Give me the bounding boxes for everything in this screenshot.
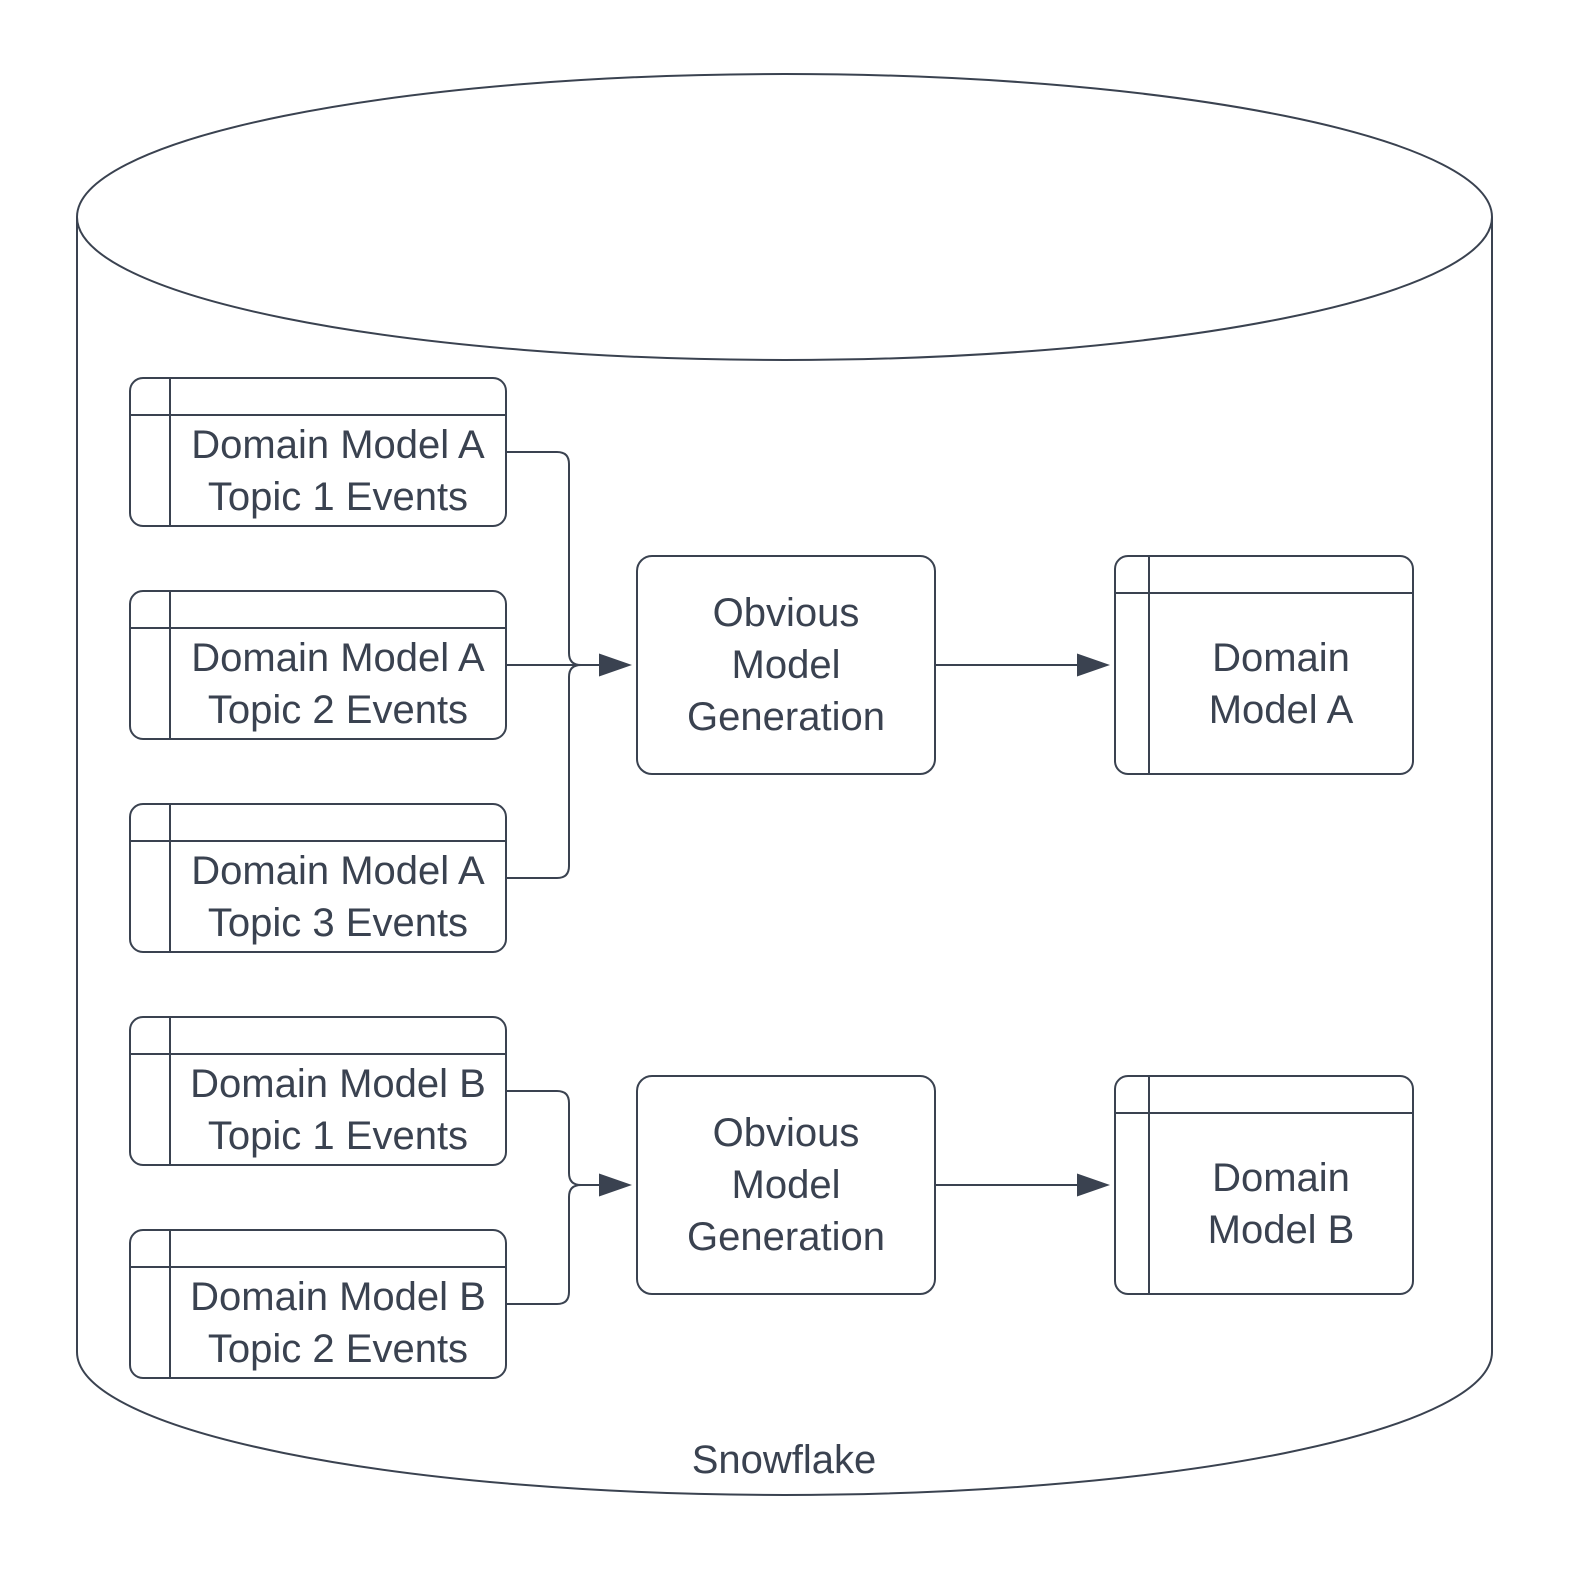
table-column-divider [1148, 1077, 1150, 1293]
table-label-line: Domain [1212, 1155, 1350, 1200]
table-label-line: Domain Model A [191, 848, 485, 893]
table-header-divider [131, 840, 505, 842]
table-label-line: Domain Model A [191, 422, 485, 467]
arrowhead-into-output-a-icon [1077, 653, 1110, 677]
source-table-domain-a-topic-3: Domain Model A Topic 3 Events [129, 803, 507, 953]
table-column-divider [169, 1018, 171, 1164]
process-label-line: Model [731, 1163, 841, 1207]
table-header-divider [131, 414, 505, 416]
table-label-line: Domain Model B [190, 1274, 486, 1319]
table-label-line: Model A [1208, 687, 1354, 732]
table-label-line: Topic 3 Events [207, 900, 469, 945]
table-label: Domain Model B [1150, 1114, 1412, 1293]
process-obvious-model-generation-b: Obvious Model Generation [636, 1075, 936, 1295]
table-column-divider [169, 379, 171, 525]
source-table-domain-b-topic-1: Domain Model B Topic 1 Events [129, 1016, 507, 1166]
table-label-line: Topic 1 Events [207, 1113, 469, 1158]
output-table-domain-model-b: Domain Model B [1114, 1075, 1414, 1295]
table-column-divider [1148, 557, 1150, 773]
table-label: Domain Model A Topic 2 Events [171, 629, 505, 738]
process-label-line: Obvious [712, 1111, 860, 1155]
arrowhead-into-output-b-icon [1077, 1173, 1110, 1197]
table-label-line: Topic 1 Events [207, 474, 469, 519]
table-label-line: Topic 2 Events [207, 687, 469, 732]
connector-source-b2-to-generation-b [507, 1184, 599, 1305]
table-header-divider [131, 1266, 505, 1268]
table-label-line: Domain [1212, 635, 1350, 680]
table-label-line: Domain Model A [191, 635, 485, 680]
source-table-domain-a-topic-2: Domain Model A Topic 2 Events [129, 590, 507, 740]
connector-source-b1-to-generation-b [507, 1090, 599, 1186]
process-label-line: Generation [687, 1215, 885, 1259]
table-label: Domain Model B Topic 2 Events [171, 1268, 505, 1377]
table-column-divider [169, 1231, 171, 1377]
process-label-line: Generation [687, 695, 885, 739]
table-label: Domain Model B Topic 1 Events [171, 1055, 505, 1164]
table-header-divider [131, 1053, 505, 1055]
table-label-line: Model B [1207, 1207, 1355, 1252]
process-label-line: Obvious [712, 591, 860, 635]
process-label-line: Model [731, 643, 841, 687]
cylinder-label: Snowflake [691, 1438, 877, 1482]
table-label: Domain Model A Topic 1 Events [171, 416, 505, 525]
source-table-domain-b-topic-2: Domain Model B Topic 2 Events [129, 1229, 507, 1379]
table-label: Domain Model A Topic 3 Events [171, 842, 505, 951]
arrowhead-into-generation-b-icon [599, 1173, 632, 1197]
table-column-divider [169, 805, 171, 951]
table-header-divider [1116, 592, 1412, 594]
table-label-line: Domain Model B [190, 1061, 486, 1106]
cylinder-top-ellipse [76, 73, 1493, 361]
process-obvious-model-generation-a: Obvious Model Generation [636, 555, 936, 775]
source-table-domain-a-topic-1: Domain Model A Topic 1 Events [129, 377, 507, 527]
connector-source-a3-to-generation-a [507, 664, 599, 879]
output-table-domain-model-a: Domain Model A [1114, 555, 1414, 775]
table-header-divider [1116, 1112, 1412, 1114]
table-label-line: Topic 2 Events [207, 1326, 469, 1371]
arrowhead-into-generation-a-icon [599, 653, 632, 677]
table-column-divider [169, 592, 171, 738]
table-label: Domain Model A [1150, 594, 1412, 773]
table-header-divider [131, 627, 505, 629]
